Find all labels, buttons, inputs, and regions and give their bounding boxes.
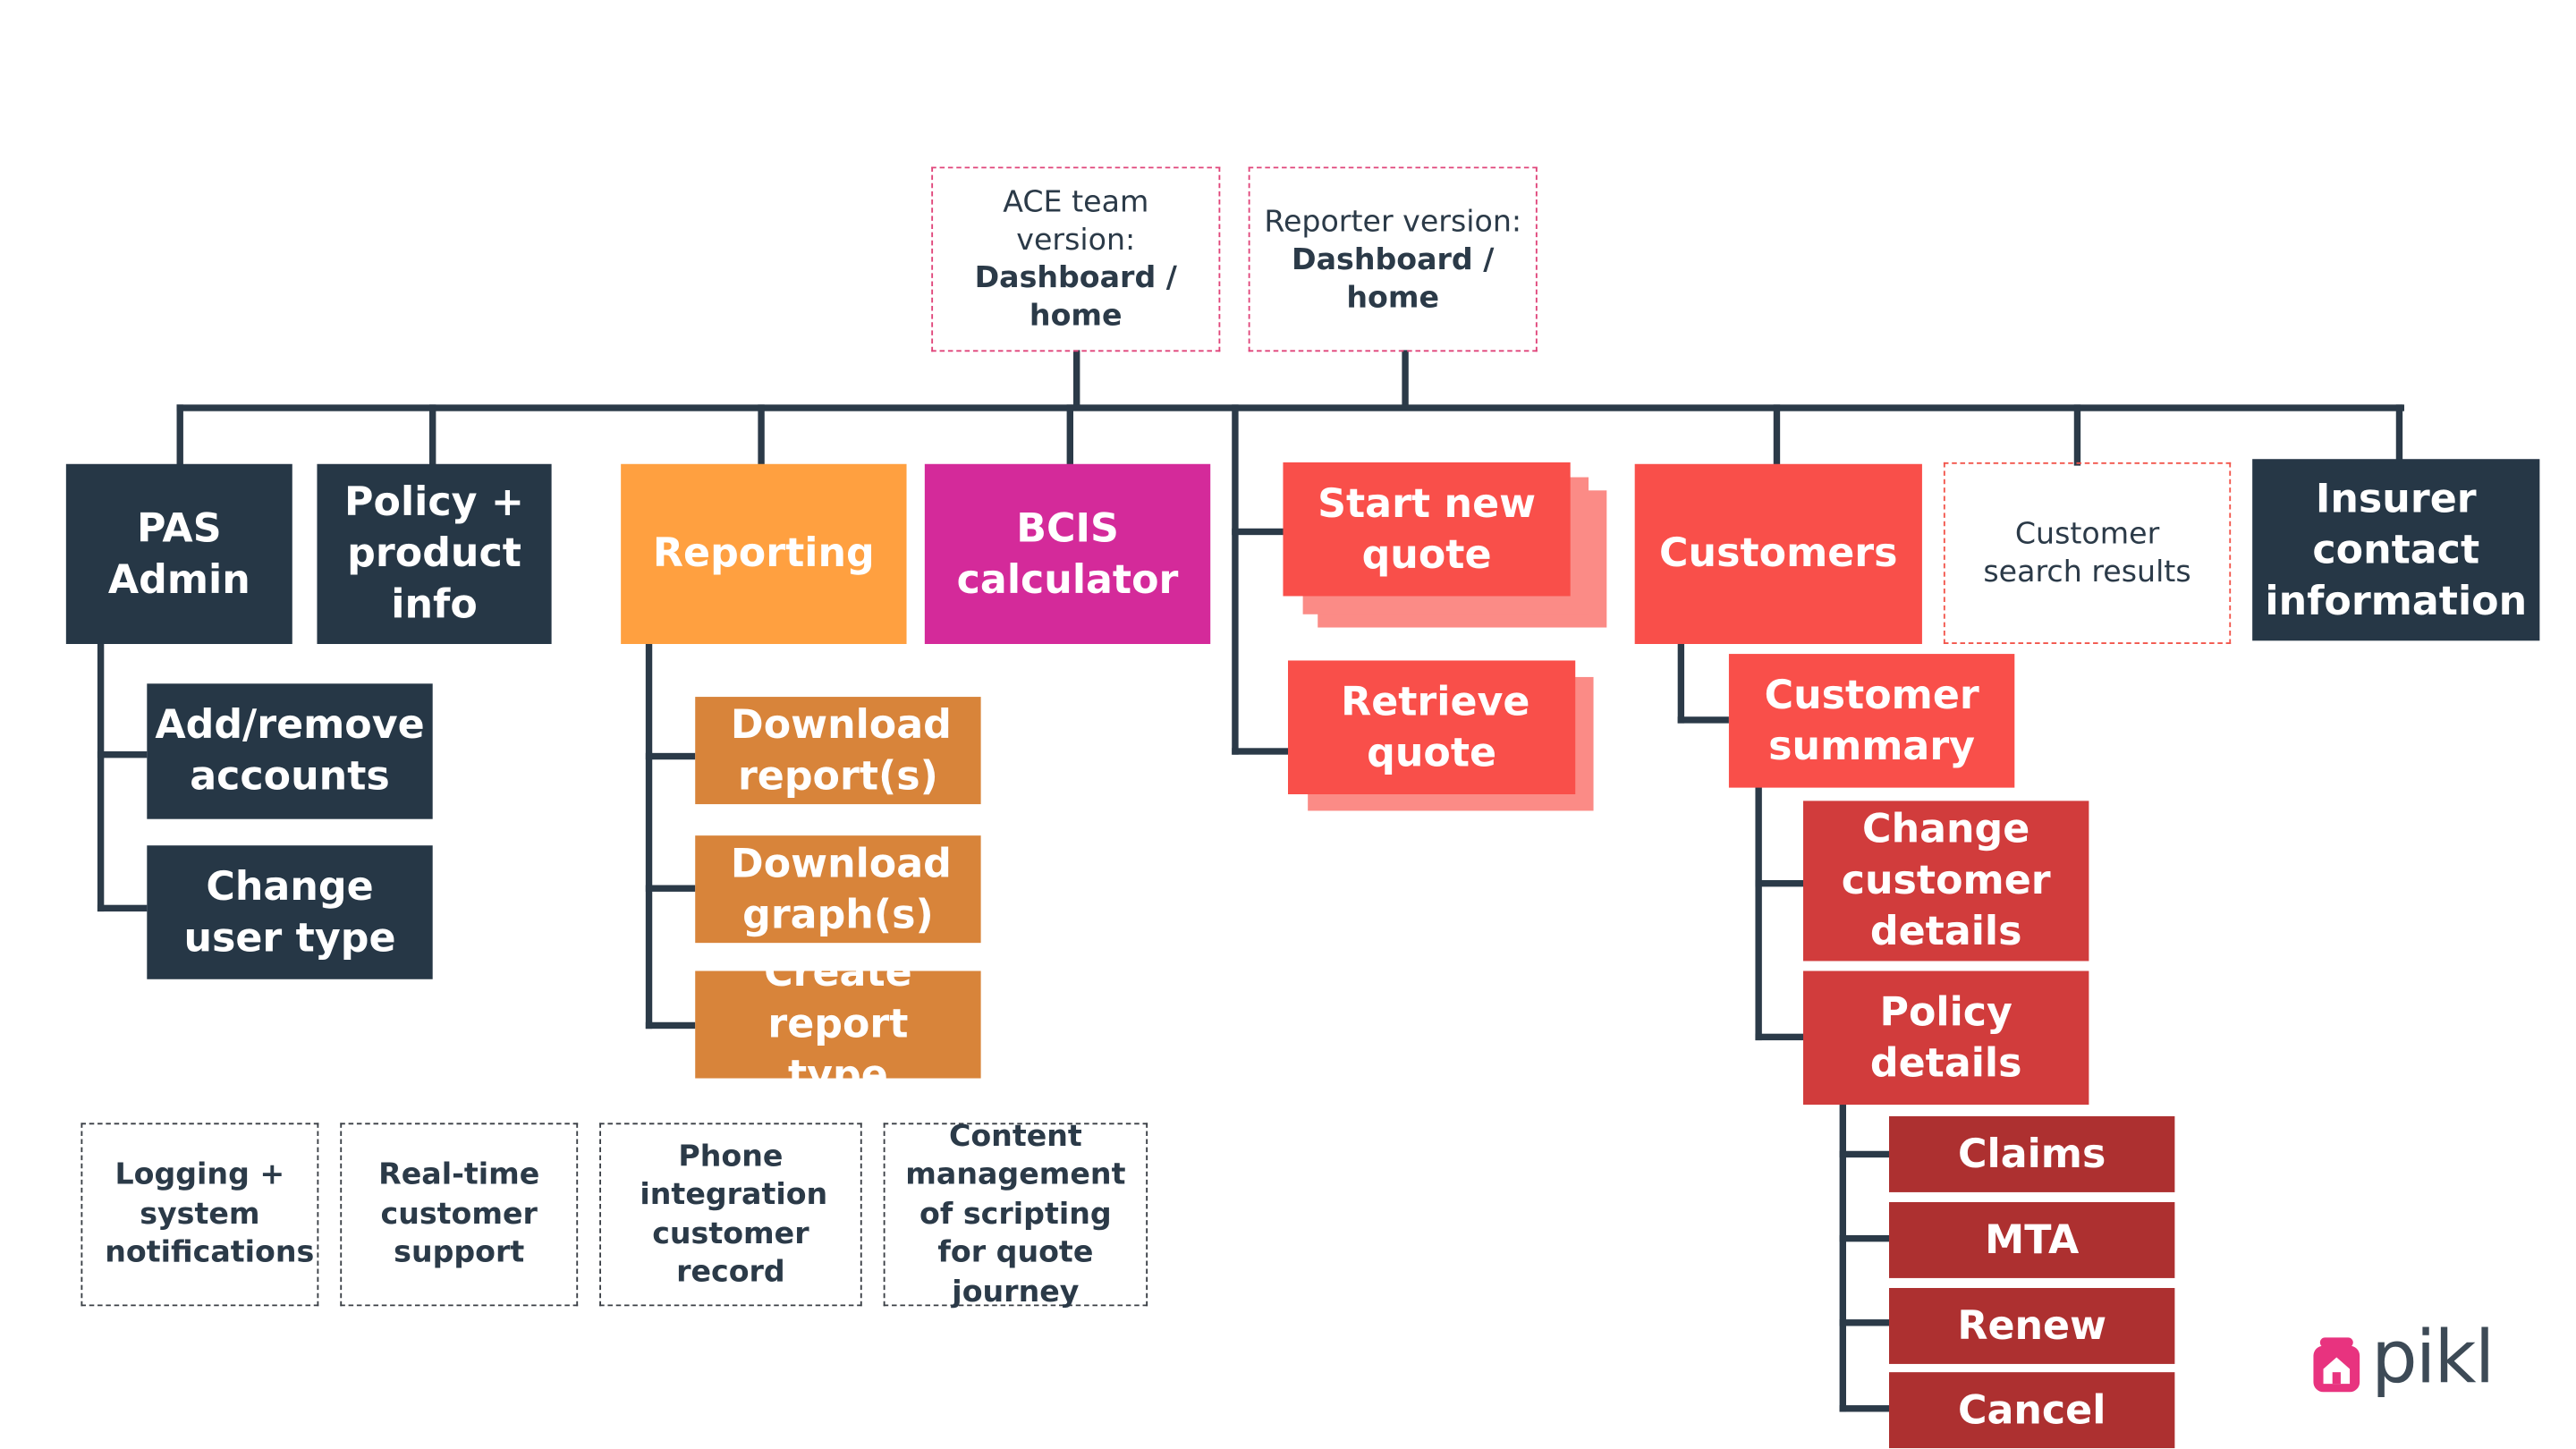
connector	[645, 885, 696, 892]
customer-summary-node[interactable]: Customer summary	[1728, 654, 2015, 788]
connector	[2073, 404, 2081, 466]
renew-node[interactable]: Renew	[1888, 1287, 2175, 1364]
claims-node[interactable]: Claims	[1888, 1115, 2175, 1192]
backlog-support-node[interactable]: Real-time customer support	[340, 1123, 579, 1307]
connector	[1839, 1234, 1889, 1242]
connector	[1839, 1101, 1846, 1412]
backlog-phone-label: Phone integration customer record	[640, 1138, 828, 1290]
connector	[1773, 404, 1781, 466]
connector	[428, 404, 436, 466]
mta-node[interactable]: MTA	[1888, 1201, 2175, 1278]
ace-line-4: home	[1029, 299, 1123, 334]
connector	[1402, 350, 1409, 410]
connector	[1755, 879, 1803, 887]
policy-product-label: Policy + product info	[344, 479, 525, 628]
add-remove-accounts-node[interactable]: Add/remove accounts	[147, 683, 433, 819]
connector	[97, 642, 105, 912]
backlog-content-node[interactable]: Content management of scripting for quot…	[883, 1119, 1148, 1309]
add-remove-label: Add/remove accounts	[155, 701, 425, 800]
policy-details-node[interactable]: Policy details	[1802, 970, 2089, 1106]
retrieve-quote-label: Retrieve quote	[1341, 677, 1530, 775]
backlog-logging-label: Logging + system notifications	[105, 1157, 315, 1271]
change-user-type-label: Change user type	[183, 862, 396, 961]
insurer-contact-label: Insurer contact information	[2265, 474, 2528, 623]
connector	[1839, 1150, 1889, 1158]
house-icon	[2313, 1337, 2360, 1393]
customer-summary-label: Customer summary	[1764, 671, 1979, 769]
ace-line-3: Dashboard /	[974, 260, 1177, 296]
connector	[97, 750, 148, 758]
reporter-line-3: home	[1346, 279, 1440, 315]
connector	[1232, 528, 1285, 536]
connector	[176, 404, 183, 466]
claims-label: Claims	[1958, 1130, 2106, 1177]
reporting-node[interactable]: Reporting	[621, 463, 907, 644]
change-user-type-node[interactable]: Change user type	[147, 845, 433, 979]
insurer-contact-node[interactable]: Insurer contact information	[2252, 459, 2540, 641]
connector	[1677, 716, 1729, 724]
backlog-support-label: Real-time customer support	[378, 1157, 540, 1271]
connector	[1066, 404, 1073, 466]
customer-search-label: Customer search results	[1983, 516, 2191, 590]
renew-label: Renew	[1957, 1301, 2107, 1349]
bcis-calculator-node[interactable]: BCIS calculator	[924, 463, 1211, 644]
download-graphs-node[interactable]: Download graph(s)	[695, 835, 981, 944]
connector	[176, 404, 2404, 411]
customer-search-results-node[interactable]: Customer search results	[1943, 462, 2232, 644]
backlog-phone-node[interactable]: Phone integration customer record	[599, 1123, 862, 1307]
ace-line-2: version:	[1016, 223, 1136, 258]
download-reports-node[interactable]: Download report(s)	[695, 697, 981, 805]
cancel-label: Cancel	[1957, 1385, 2106, 1433]
connector	[645, 1021, 696, 1030]
connector	[1072, 350, 1080, 410]
create-report-type-node[interactable]: Create report type	[695, 950, 981, 1098]
customers-label: Customers	[1659, 530, 1898, 577]
start-new-quote-label: Start new quote	[1318, 479, 1537, 578]
connector	[758, 404, 765, 466]
backlog-logging-node[interactable]: Logging + system notifications	[80, 1123, 319, 1307]
policy-product-node[interactable]: Policy + product info	[317, 463, 552, 644]
connector	[1755, 1033, 1803, 1041]
mta-label: MTA	[1985, 1216, 2080, 1263]
ace-line-1: ACE team	[1003, 184, 1149, 220]
connector	[1839, 1319, 1889, 1326]
customers-node[interactable]: Customers	[1634, 463, 1922, 644]
connector	[645, 752, 696, 760]
connector	[2395, 404, 2403, 466]
pas-admin-node[interactable]: PAS Admin	[65, 463, 292, 644]
retrieve-quote-node[interactable]: Retrieve quote	[1287, 660, 1576, 794]
connector	[1232, 748, 1288, 755]
download-graphs-label: Download graph(s)	[730, 839, 952, 937]
reporting-label: Reporting	[652, 530, 875, 577]
connector	[1232, 404, 1239, 755]
start-new-quote-node[interactable]: Start new quote	[1283, 462, 1571, 597]
connector	[645, 642, 653, 1030]
ace-team-dashboard-node[interactable]: ACE team version: Dashboard / home	[931, 166, 1221, 352]
connector	[97, 904, 148, 912]
connector	[1677, 642, 1685, 724]
reporter-line-1: Reporter version:	[1264, 203, 1522, 239]
pas-admin-label: PAS Admin	[107, 504, 250, 602]
create-report-type-label: Create report type	[764, 949, 912, 1098]
reporter-dashboard-node[interactable]: Reporter version: Dashboard / home	[1248, 166, 1538, 352]
download-reports-label: Download report(s)	[730, 700, 952, 799]
backlog-content-label: Content management of scripting for quot…	[905, 1119, 1126, 1309]
policy-details-label: Policy details	[1869, 987, 2022, 1086]
change-customer-details-label: Change customer details	[1841, 805, 2051, 955]
reporter-line-2: Dashboard /	[1292, 242, 1495, 277]
change-customer-details-node[interactable]: Change customer details	[1802, 801, 2089, 962]
bcis-label: BCIS calculator	[956, 504, 1179, 602]
connector	[1839, 1405, 1889, 1412]
connector	[1755, 785, 1762, 1041]
cancel-node[interactable]: Cancel	[1888, 1372, 2175, 1449]
pikl-wordmark: pikl	[2371, 1316, 2495, 1401]
pikl-logo: pikl	[2309, 1316, 2495, 1405]
